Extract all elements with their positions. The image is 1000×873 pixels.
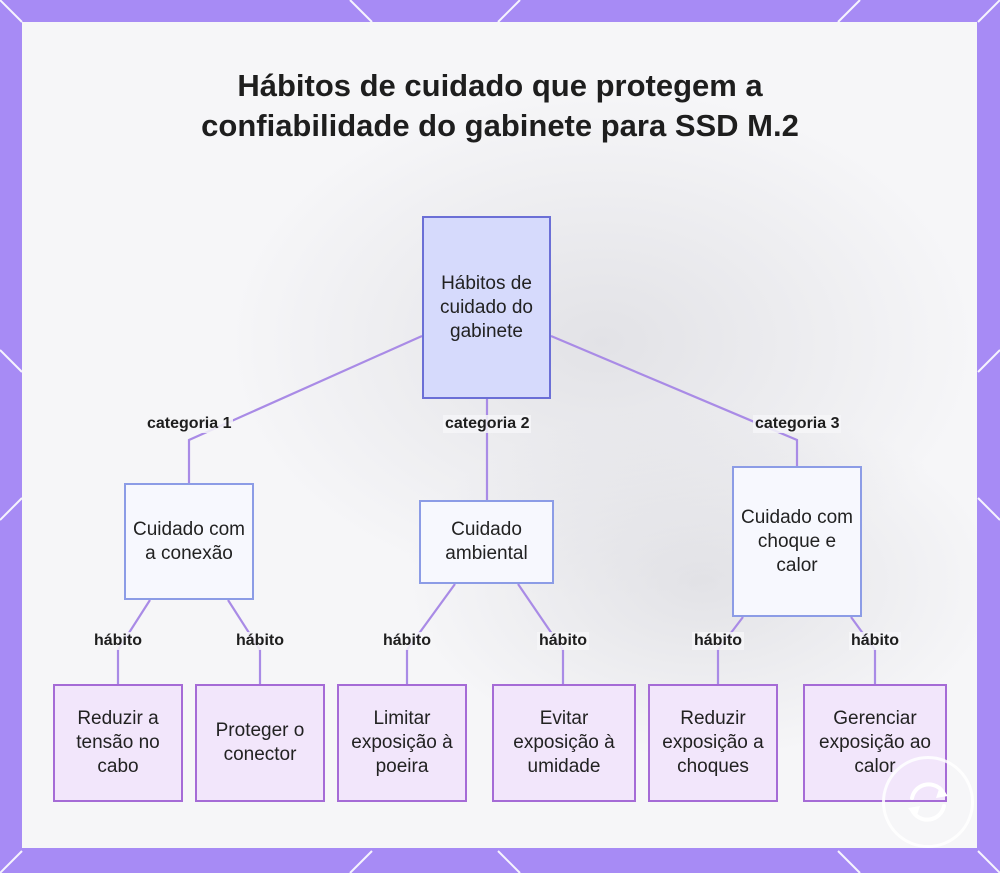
edge-habito-4 bbox=[716, 616, 744, 684]
edge-root-categoria-1 bbox=[187, 334, 423, 483]
habit-node-reduzir-tensao: Reduzir a tensão no cabo bbox=[53, 684, 183, 802]
refresh-badge-icon bbox=[882, 756, 974, 848]
habit-node-limitar-poeira: Limitar exposição à poeira bbox=[337, 684, 467, 802]
edge-label-habito: hábito bbox=[692, 632, 744, 650]
edge-label-habito: hábito bbox=[849, 632, 901, 650]
edge-label-habito: hábito bbox=[92, 632, 144, 650]
edge-label-categoria-3: categoria 3 bbox=[753, 415, 842, 433]
habit-node-reduzir-choques: Reduzir exposição a choques bbox=[648, 684, 778, 802]
edge-label-habito: hábito bbox=[537, 632, 589, 650]
category-node-ambiental: Cuidado ambiental bbox=[419, 500, 554, 584]
category-node-conexao: Cuidado com a conexão bbox=[124, 483, 254, 600]
edge-label-habito: hábito bbox=[234, 632, 286, 650]
edge-habito-5 bbox=[850, 616, 877, 684]
edge-root-categoria-3 bbox=[550, 334, 799, 466]
edge-habito-3 bbox=[517, 583, 565, 684]
habit-node-proteger-conector: Proteger o conector bbox=[195, 684, 325, 802]
edge-label-categoria-1: categoria 1 bbox=[145, 415, 234, 433]
edge-label-categoria-2: categoria 2 bbox=[443, 415, 532, 433]
root-node: Hábitos de cuidado do gabinete bbox=[422, 216, 551, 399]
category-node-choque-calor: Cuidado com choque e calor bbox=[732, 466, 862, 617]
diagram-title: Hábitos de cuidado que protegem a confia… bbox=[201, 68, 799, 143]
habit-node-evitar-umidade: Evitar exposição à umidade bbox=[492, 684, 636, 802]
edge-habito-2 bbox=[405, 583, 456, 684]
edge-label-habito: hábito bbox=[381, 632, 433, 650]
edge-habito-1 bbox=[227, 599, 262, 684]
edge-habito-0 bbox=[116, 599, 151, 684]
